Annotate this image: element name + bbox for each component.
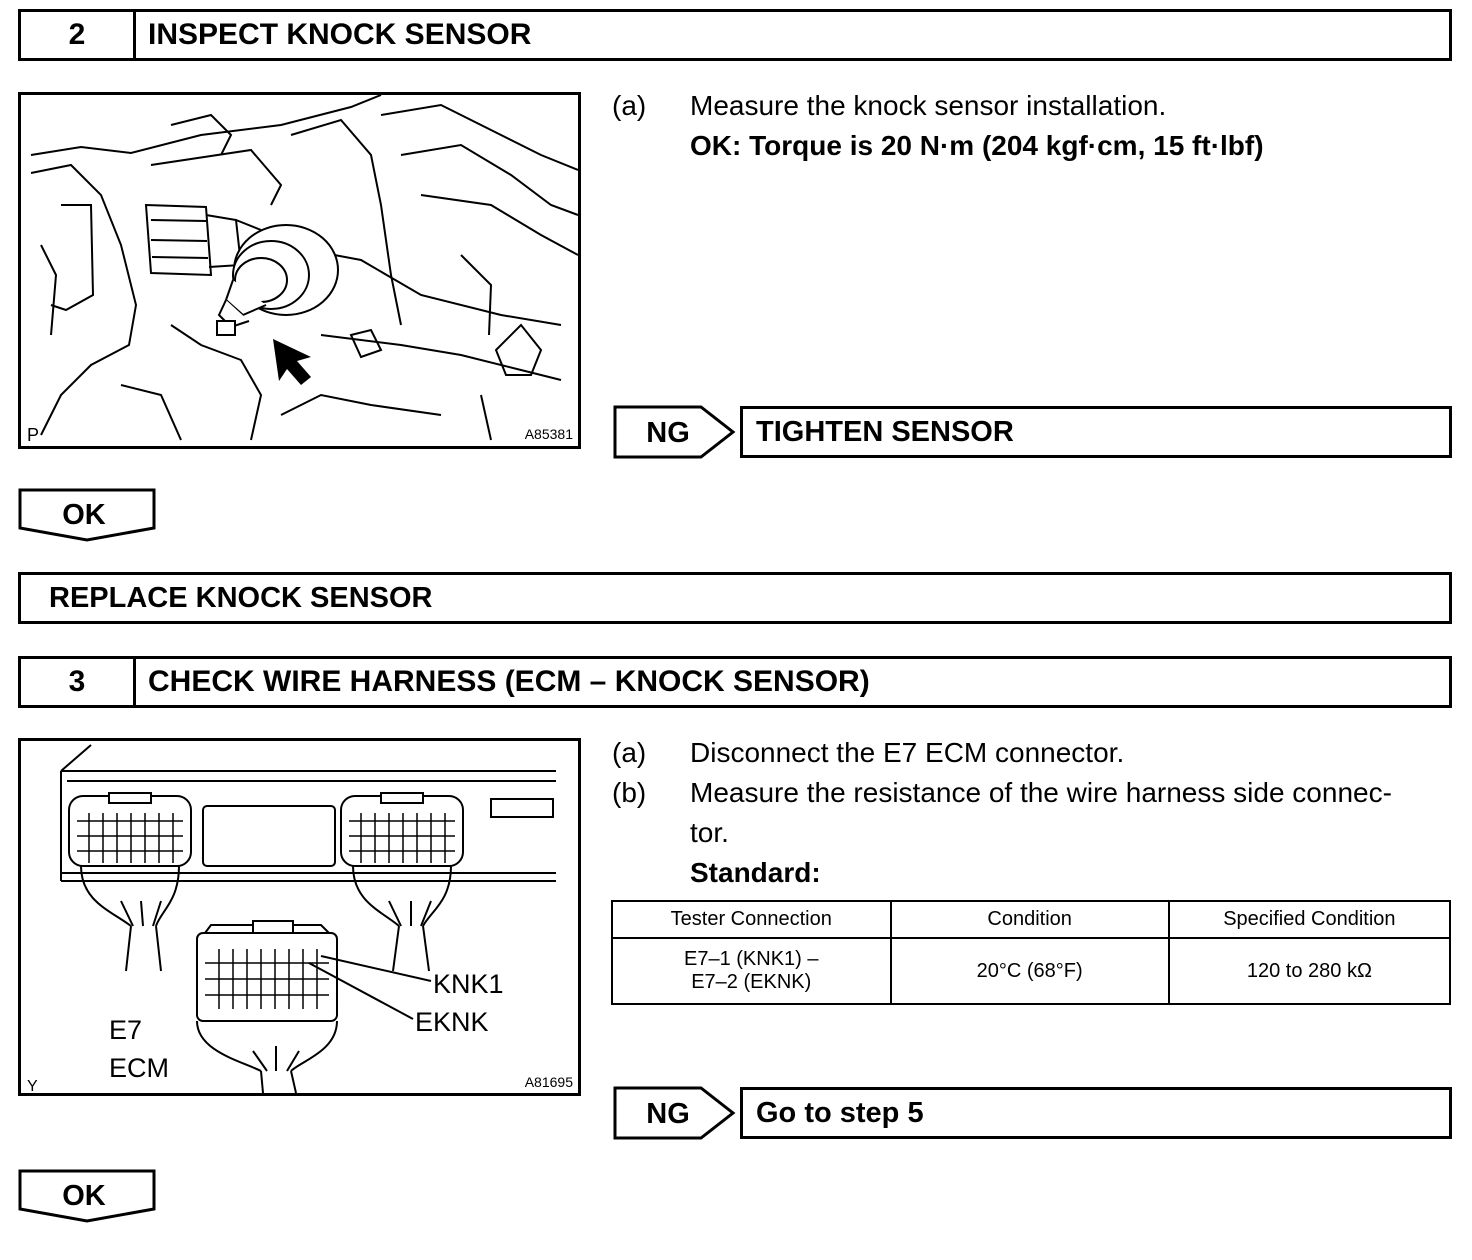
ok-label: OK: [62, 499, 106, 531]
instruction-a-label-3: (a): [612, 737, 647, 768]
instruction-b-text-line1: Measure the resistance of the wire harne…: [690, 777, 1392, 808]
instruction-b-text-line2: tor.: [690, 817, 729, 848]
step-3-instructions: (a) Disconnect the E7 ECM connector. (b)…: [612, 733, 1452, 898]
ng-result-text: TIGHTEN SENSOR: [756, 415, 1014, 448]
condition-cell: 20°C (68°F): [889, 937, 1170, 1005]
table-header-cell: Condition: [889, 900, 1170, 939]
table-header-row: Tester Connection Condition Specified Co…: [611, 900, 1452, 939]
step-3-title: CHECK WIRE HARNESS (ECM – KNOCK SENSOR): [148, 665, 870, 698]
step-2-number: 2: [21, 12, 136, 58]
replace-sensor-text: REPLACE KNOCK SENSOR: [49, 581, 433, 614]
tester-connection-cell: E7–1 (KNK1) – E7–2 (EKNK): [611, 937, 892, 1005]
ng-indicator-3: NG: [613, 1086, 738, 1140]
ok-label-3: OK: [62, 1180, 106, 1212]
step-3-header: 3 CHECK WIRE HARNESS (ECM – KNOCK SENSOR…: [18, 656, 1452, 708]
tester-connection-line1: E7–1 (KNK1) –: [683, 948, 819, 970]
instruction-b-label: (b): [612, 777, 647, 808]
table-header-cell: Specified Condition: [1167, 900, 1452, 939]
label-e7: E7: [109, 1015, 142, 1045]
step-2-title: INSPECT KNOCK SENSOR: [148, 18, 532, 51]
step-3-number: 3: [21, 659, 136, 705]
ng-result-text-3: Go to step 5: [756, 1096, 924, 1129]
ng-result-box: TIGHTEN SENSOR: [740, 406, 1452, 458]
knock-sensor-illustration: P A85381: [27, 95, 578, 445]
knock-sensor-figure: P A85381: [18, 92, 581, 449]
step-2-instructions: (a) Measure the knock sensor installatio…: [612, 86, 1452, 176]
standard-label: Standard:: [690, 857, 821, 888]
ng-result-box-3: Go to step 5: [740, 1087, 1452, 1139]
torque-spec: OK: Torque is 20 N·m (204 kgf·cm, 15 ft·…: [690, 130, 1264, 161]
table-row: E7–1 (KNK1) – E7–2 (EKNK) 20°C (68°F) 12…: [611, 937, 1452, 1005]
instruction-a-text: Measure the knock sensor installation.: [690, 90, 1167, 121]
figure-corner-letter: P: [27, 425, 39, 445]
ng-label-3: NG: [646, 1098, 690, 1130]
table-header-cell: Tester Connection: [611, 900, 892, 939]
figure-id-3: A81695: [525, 1074, 573, 1090]
replace-sensor-box: REPLACE KNOCK SENSOR: [18, 572, 1452, 624]
label-knk1: KNK1: [433, 969, 504, 999]
ng-indicator: NG: [613, 405, 738, 459]
instruction-a-label: (a): [612, 90, 647, 121]
ok-indicator-3: OK: [18, 1169, 158, 1225]
step-2-header: 2 INSPECT KNOCK SENSOR: [18, 9, 1452, 61]
label-eknk: EKNK: [415, 1007, 489, 1037]
resistance-spec-table: Tester Connection Condition Specified Co…: [611, 900, 1452, 1005]
instruction-a-text-3: Disconnect the E7 ECM connector.: [690, 737, 1125, 768]
ok-indicator: OK: [18, 488, 158, 544]
ecm-connector-illustration: KNK1 EKNK E7 ECM Y A81695: [27, 744, 573, 1093]
specified-condition-cell: 120 to 280 kΩ: [1167, 937, 1452, 1005]
ng-label: NG: [646, 417, 690, 449]
figure-id: A85381: [525, 426, 573, 442]
ecm-connector-figure: KNK1 EKNK E7 ECM Y A81695: [18, 738, 581, 1096]
tester-connection-line2: E7–2 (EKNK): [691, 971, 812, 993]
label-ecm: ECM: [109, 1053, 169, 1083]
figure-corner-letter-3: Y: [27, 1078, 38, 1093]
